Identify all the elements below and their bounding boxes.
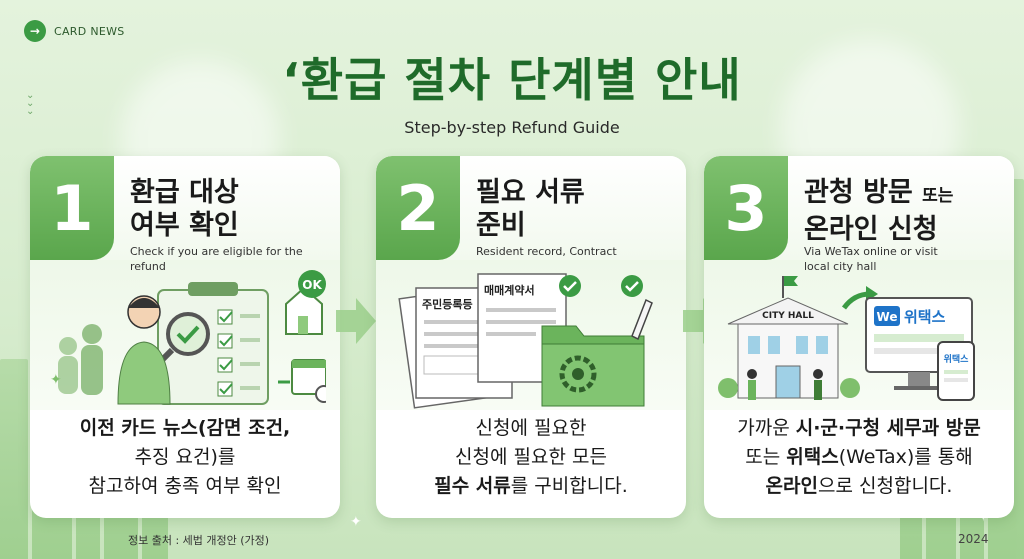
sparkle-icon: ✦ bbox=[350, 514, 362, 530]
card-news-badge: → CARD NEWS bbox=[24, 20, 125, 42]
family-icon bbox=[58, 324, 103, 395]
svg-text:We: We bbox=[877, 310, 898, 324]
people-icon bbox=[747, 369, 823, 400]
arrow-right-icon: → bbox=[24, 20, 46, 42]
step-heading: 관청 방문 또는 온라인 신청 bbox=[804, 177, 954, 245]
svg-text:매매계약서: 매매계약서 bbox=[484, 283, 535, 297]
calendar-icon bbox=[278, 359, 326, 403]
documents-illustration: 주민등록등 매매계약서 bbox=[398, 273, 653, 409]
check-circle-icon bbox=[559, 275, 643, 297]
monitor-icon: We 위택스 bbox=[865, 297, 973, 390]
step-english-caption: Check if you are eligible for the refund bbox=[130, 245, 303, 273]
folder-icon bbox=[541, 325, 645, 407]
sparkle-icon: ✦ bbox=[974, 502, 993, 527]
step-number-tab: 1 bbox=[30, 156, 114, 260]
city-hall-icon: CITY HALL bbox=[718, 276, 860, 399]
svg-text:위택스: 위택스 bbox=[944, 353, 970, 365]
step-description: 신청에 필요한 신청에 필요한 모든 필수 서류를 구비합니다. bbox=[434, 417, 628, 497]
source-note: 정보 출처 : 세법 개정안 (가정) bbox=[128, 534, 270, 547]
step-english-caption: Via WeTax online or visit local city hal… bbox=[804, 245, 938, 273]
step-heading: 환급 대상 여부 확인 bbox=[130, 177, 239, 241]
year-label: 2024 bbox=[958, 532, 989, 546]
step-number-tab: 2 bbox=[376, 156, 460, 260]
checklist-icon bbox=[217, 309, 260, 397]
ok-badge: OK bbox=[298, 270, 326, 298]
svg-text:OK: OK bbox=[302, 278, 322, 292]
step-english-caption: Resident record, Contract bbox=[476, 245, 617, 258]
phone-icon: 위택스 bbox=[937, 341, 975, 401]
page-subtitle: Step-by-step Refund Guide bbox=[404, 118, 620, 137]
city-hall-wetax-illustration: CITY HALL We 위택스 위택스 bbox=[718, 276, 975, 401]
chevron-down-icon: ⌄⌄⌄ bbox=[26, 90, 35, 117]
next-step-arrow-icon bbox=[336, 298, 376, 344]
card-news-label: CARD NEWS bbox=[54, 24, 125, 38]
step-card-1: 1 환급 대상 여부 확인 Check if you are eligible … bbox=[30, 156, 340, 518]
person-icon bbox=[117, 295, 171, 405]
step-description: 이전 카드 뉴스(감면 조건, 추징 요건)를 참고하여 충족 여부 확인 bbox=[79, 417, 291, 497]
eligibility-check-illustration: OK ✦ bbox=[50, 270, 326, 405]
step-description: 가까운 시·군·구청 세무과 방문 또는 위택스(WeTax)를 통해 온라인으… bbox=[737, 417, 981, 497]
pen-icon bbox=[631, 298, 653, 341]
page-title: ‘환급 절차 단계별 안내 bbox=[282, 53, 742, 107]
svg-text:CITY HALL: CITY HALL bbox=[762, 311, 814, 321]
step-number-tab: 3 bbox=[704, 156, 788, 260]
sparkle-icon: ✦ bbox=[50, 372, 62, 388]
step-card-3: 3 관청 방문 또는 온라인 신청 Via WeTax online or vi… bbox=[704, 156, 1014, 518]
svg-text:위택스: 위택스 bbox=[904, 308, 946, 326]
step-heading: 필요 서류 준비 bbox=[476, 177, 585, 241]
step-card-2: 2 필요 서류 준비 Resident record, Contract 주민등… bbox=[376, 156, 686, 518]
svg-text:주민등록등: 주민등록등 bbox=[422, 297, 473, 311]
